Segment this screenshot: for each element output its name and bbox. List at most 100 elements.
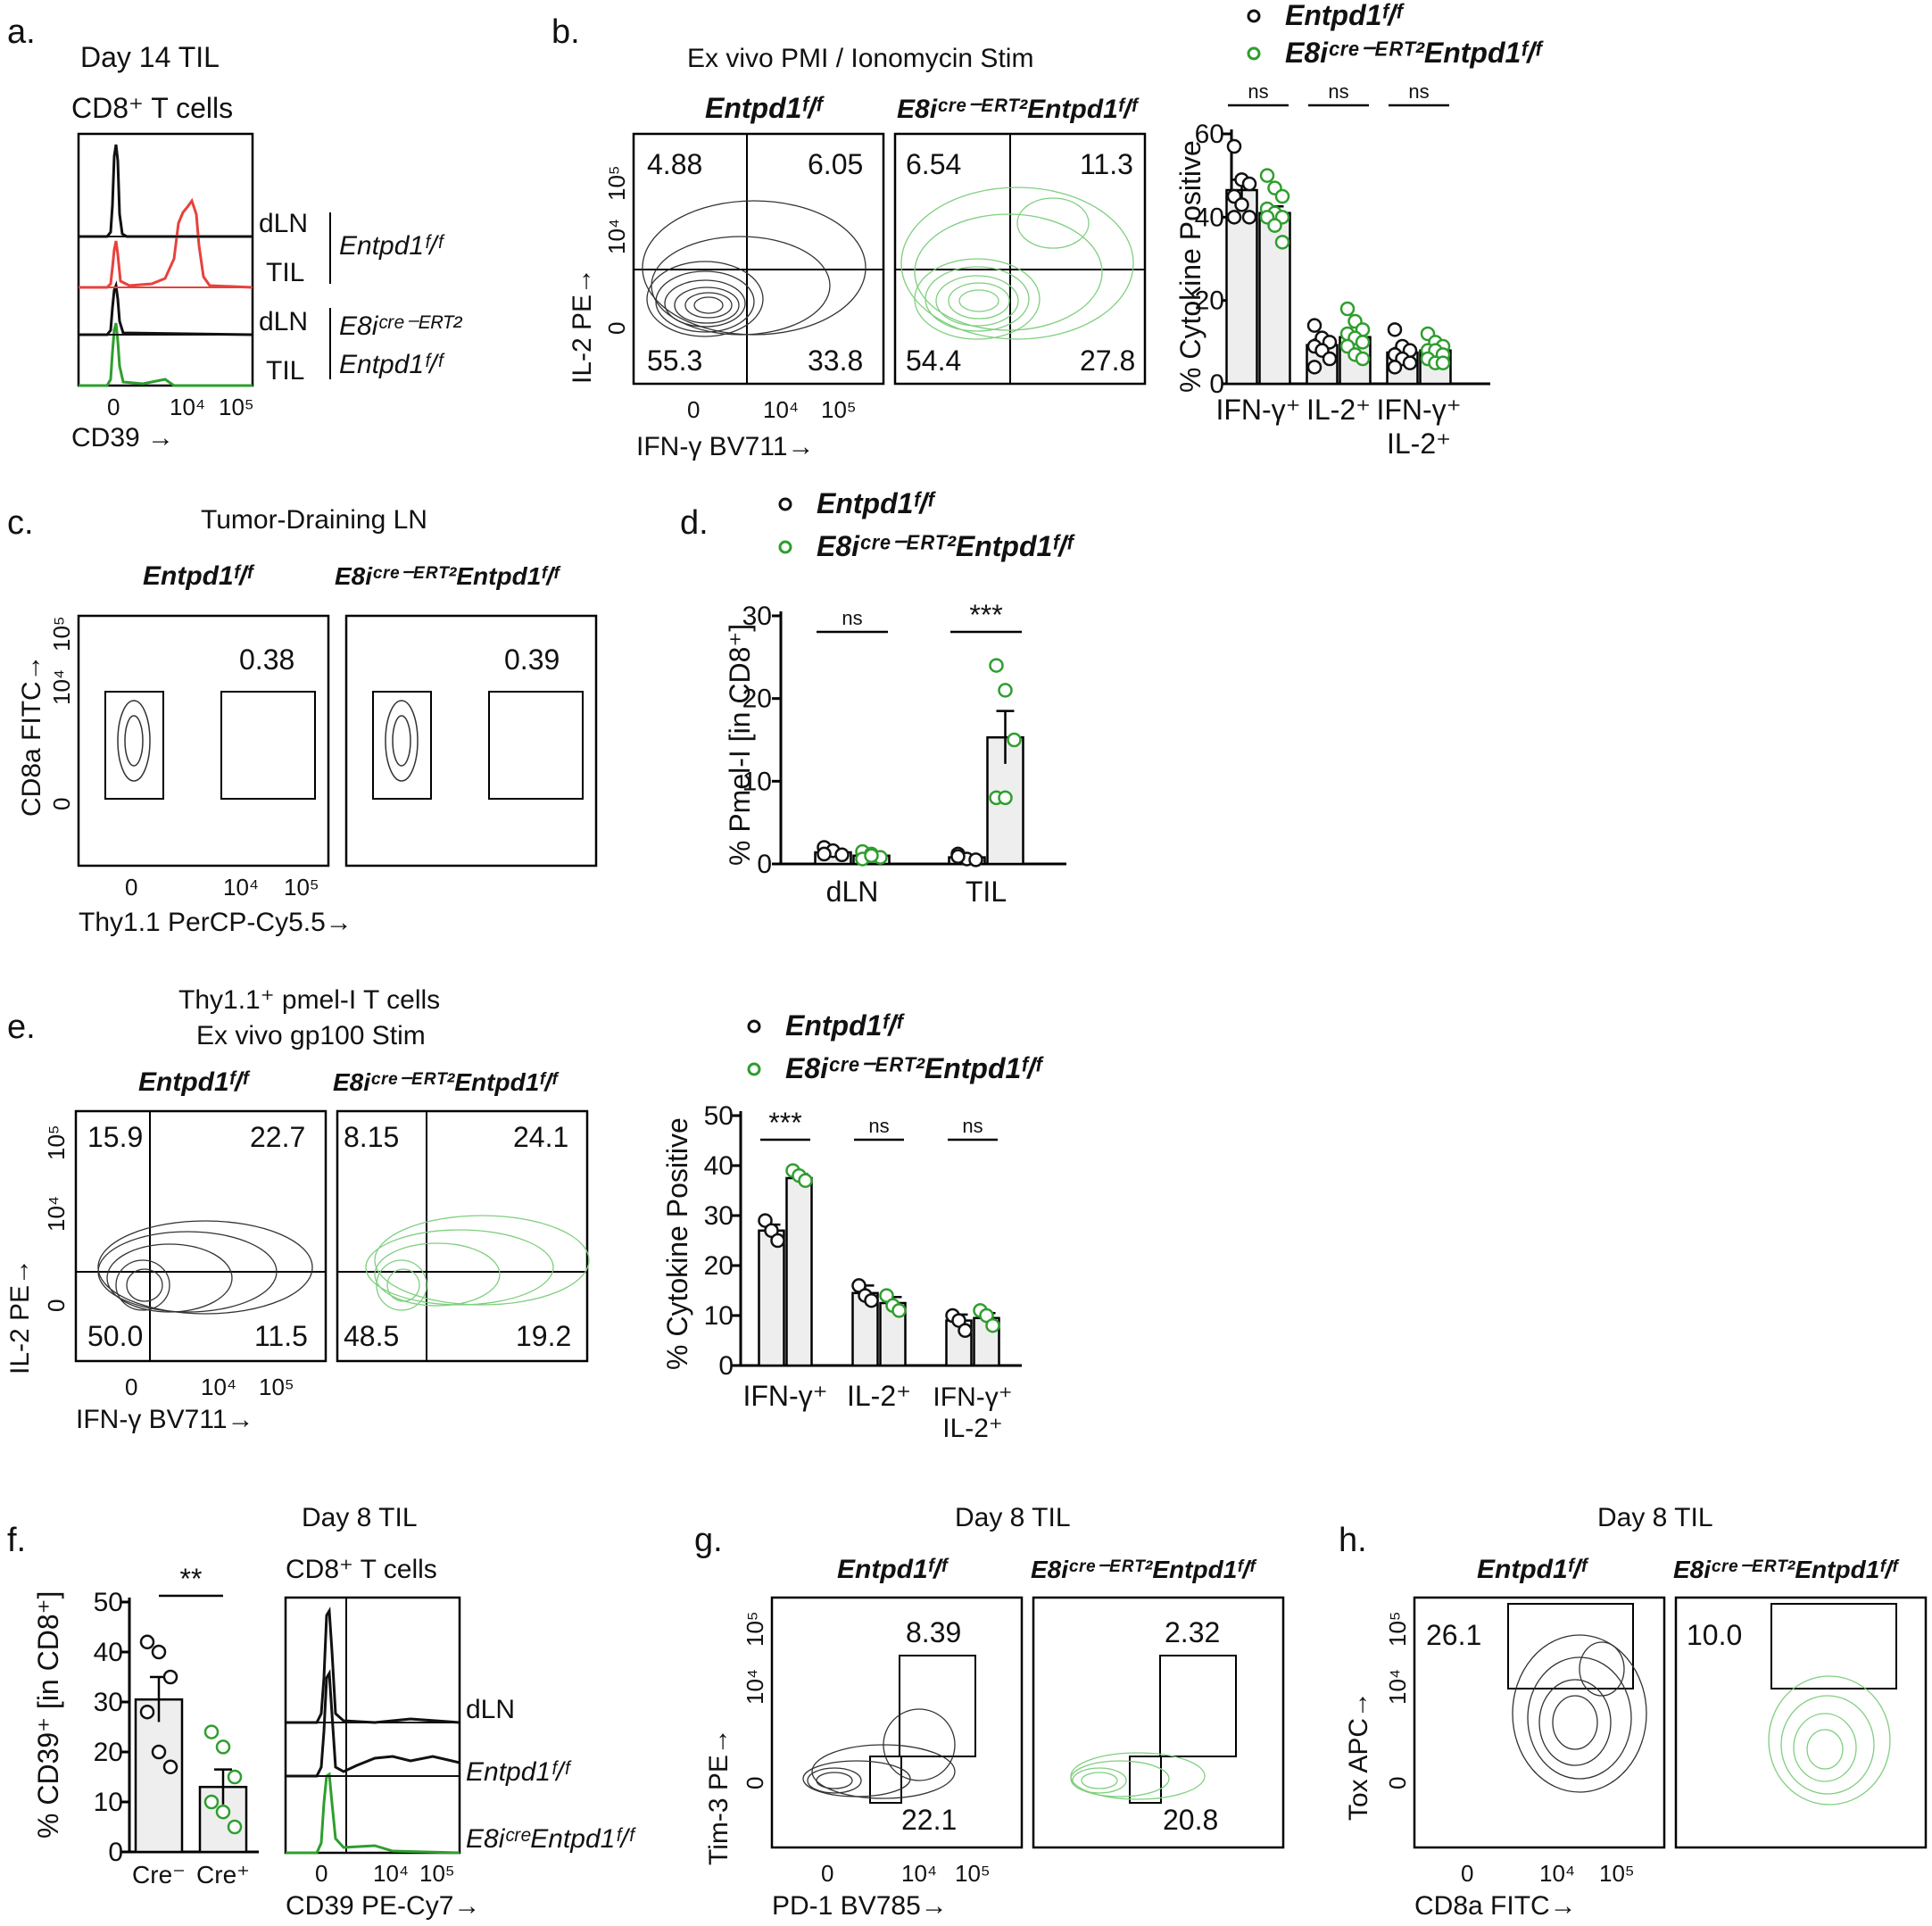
panel-e-plot2-ur: 24.1 [513,1121,568,1153]
panel-h-letter: h. [1339,1522,1367,1559]
panel-e-plot1-ll: 50.0 [87,1320,143,1352]
panel-e-plot1-frame [74,1109,328,1363]
category-label: TIL [966,876,1007,908]
panel-h: h. Day 8 TIL Entpd1ᶠ/ᶠ E8iᶜʳᵉ⁻ᴱᴿᵀ²Entpd1… [1339,1503,1928,1921]
panel-c-letter: c. [7,504,34,542]
panel-c-ytick-0: 10⁵ [48,616,75,652]
y-tick-label: 30 [742,602,772,631]
group2-label-line2: Entpd1ᶠ/ᶠ [339,350,445,379]
category-label: IFN-γ⁺ [1215,394,1300,426]
panel-e-plot2-frame [336,1109,589,1363]
panel-b-plot1-frame [632,132,885,386]
panel-b-plot2-ul: 6.54 [906,148,961,180]
panel-e-plot2-ll: 48.5 [344,1320,399,1352]
panel-e-title-2: Ex vivo gp100 Stim [196,1021,426,1050]
panel-e-plot2-lr: 19.2 [516,1320,571,1352]
legend-marker [1247,46,1261,61]
panel-c-ytick-1: 10⁴ [48,669,75,705]
panel-c-ylabel: CD8a FITC→ [17,654,46,817]
panel-g-letter: g. [694,1522,723,1559]
panel-e-ylabel: IL-2 PE→ [5,1258,35,1374]
panel-e-plot2-ul: 8.15 [344,1121,399,1153]
data-point [1387,360,1403,375]
panel-c-plot2-gate-left [372,691,432,800]
panel-b-plot1-ul: 4.88 [647,148,702,180]
track-label-3: dLN [259,307,308,336]
panel-g-xtick-0: 0 [821,1860,833,1887]
panel-h-plot2-gate [1770,1603,1897,1689]
panel-b-xtick-2: 10⁵ [821,396,857,423]
panel-c-plot1-cluster [117,700,151,782]
significance-label: ns [842,607,862,629]
panel-g-plot2-gate-lower [1129,1756,1162,1804]
significance-label: *** [969,599,1002,631]
panel-f-hist: Day 8 TIL CD8⁺ T cells dLN Entpd1ᶠ/ᶠ E8i… [284,1503,636,1921]
data-point [1387,322,1403,337]
panel-g-ylabel: Tim-3 PE→ [704,1728,734,1865]
panel-c-plot2-cluster [385,700,419,782]
panel-a-xtick-2: 10⁵ [219,394,254,420]
y-tick-label: 20 [742,685,772,714]
panel-e-title-1: Thy1.1⁺ pmel-I T cells [178,985,440,1015]
y-tick-label: 10 [704,1301,734,1331]
panel-e-ytick-2: 0 [43,1299,70,1312]
panel-h-title: Day 8 TIL [1597,1503,1713,1532]
data-point [1274,235,1290,250]
panel-e-plot1-contours [97,1220,313,1315]
panel-f-hist-subtitle: CD8⁺ T cells [286,1555,437,1584]
panel-h-plot2-gate-value: 10.0 [1687,1619,1742,1651]
panel-d-letter: d. [680,504,709,542]
panel-g-plot1-frame [770,1596,1024,1849]
panel-b-plot2-ll: 54.4 [906,345,961,377]
panel-g-plot2-contours [1070,1752,1206,1800]
data-point [151,1644,167,1660]
panel-c-xtick-2: 10⁵ [284,874,319,901]
data-point [139,1634,155,1650]
panel-f-hist-label-1: dLN [466,1695,515,1724]
legend-label: Entpd1ᶠ/ᶠ [817,487,936,519]
data-point [1241,210,1257,225]
y-tick-label: 30 [704,1201,734,1231]
panel-h-xtick-0: 0 [1461,1860,1473,1887]
category-label: IL-2⁺ [942,1414,1003,1443]
significance-label: ns [962,1115,983,1137]
panel-e: e. Thy1.1⁺ pmel-I T cells Ex vivo gp100 … [5,985,590,1434]
panel-h-plot1-frame [1413,1596,1666,1849]
panel-f-hist-title: Day 8 TIL [302,1503,418,1532]
panel-g-plot1-gate-upper-value: 8.39 [906,1616,961,1648]
panel-c-plot2-gate-value: 0.39 [504,643,560,676]
y-tick-label: 50 [94,1588,123,1617]
legend-label: E8iᶜʳᵉ⁻ᴱᴿᵀ²Entpd1ᶠ/ᶠ [785,1052,1044,1084]
data-point [998,790,1013,806]
data-point [1241,176,1257,192]
panel-c-plot1-gate-left [104,691,164,800]
panel-h-ytick-2: 0 [1384,1777,1411,1789]
panel-h-xtick-1: 10⁴ [1539,1860,1575,1887]
panel-g-plot2-title: E8iᶜʳᵉ⁻ᴱᴿᵀ²Entpd1ᶠ/ᶠ [1031,1556,1257,1583]
panel-g-plot1-gate-lower-value: 22.1 [901,1804,957,1836]
panel-b-xlabel: IFN-γ BV711→ [636,432,815,461]
data-point [1402,355,1418,370]
panel-b-plot2-title: E8iᶜʳᵉ⁻ᴱᴿᵀ²Entpd1ᶠ/ᶠ [897,95,1140,124]
significance-label: ** [180,1563,203,1595]
category-label: dLN [826,876,879,908]
y-axis-label: % Cytokine Positive [661,1117,693,1370]
data-point [950,849,966,864]
panel-g-plot1-gate-upper [899,1655,976,1757]
track-label-1: dLN [259,209,308,238]
y-tick-label: 0 [757,850,772,879]
panel-h-plot2-title: E8iᶜʳᵉ⁻ᴱᴿᵀ²Entpd1ᶠ/ᶠ [1673,1556,1900,1583]
y-axis-label: % Cytokine Positive [1174,140,1206,393]
panel-c-plot1-frame [77,614,330,868]
data-point [1306,360,1323,375]
legend-label: E8iᶜʳᵉ⁻ᴱᴿᵀ²Entpd1ᶠ/ᶠ [817,530,1075,562]
y-tick-label: 0 [1209,369,1224,399]
data-point [1355,335,1371,350]
data-point [1274,188,1290,204]
panel-c: c. Tumor-Draining LN Entpd1ᶠ/ᶠ E8iᶜʳᵉ⁻ᴱᴿ… [7,504,598,937]
y-tick-label: 30 [94,1688,123,1717]
panel-h-xlabel: CD8a FITC→ [1414,1891,1577,1921]
hist-dln-wt [79,144,253,238]
panel-b-plot2-lr: 27.8 [1080,345,1135,377]
